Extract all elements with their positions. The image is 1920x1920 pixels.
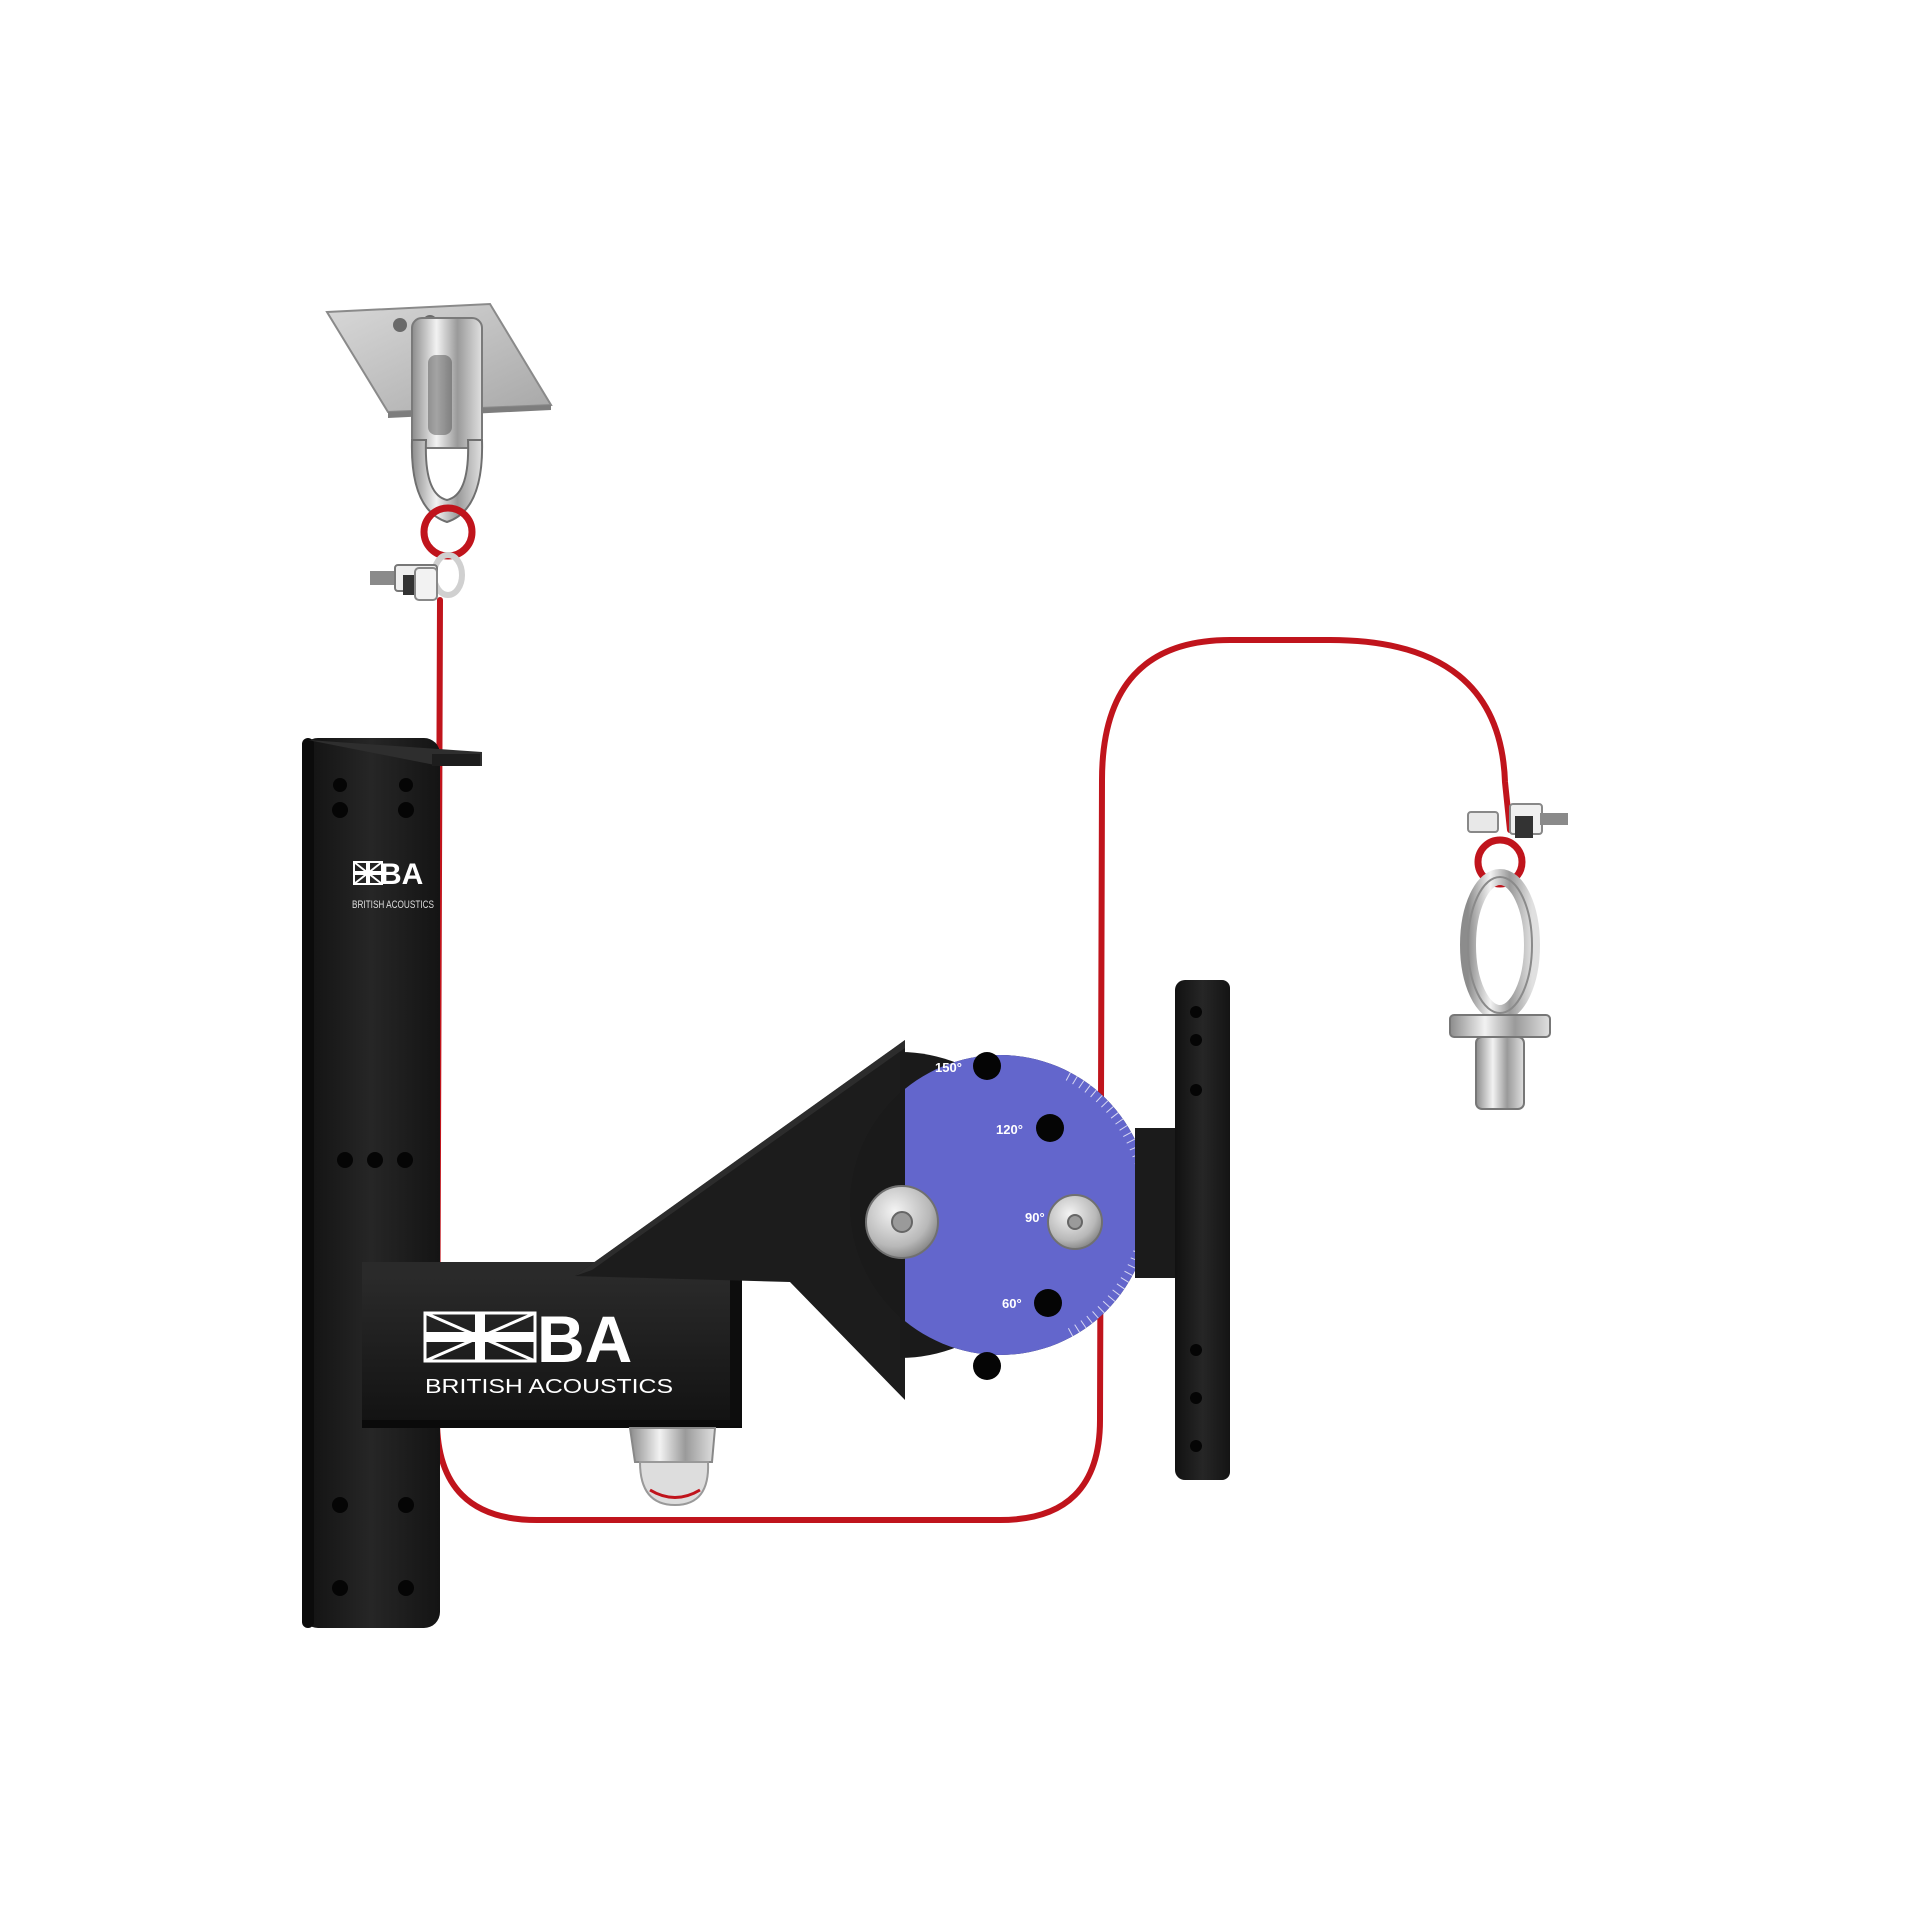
- ceiling-eyebolt-icon: [325, 302, 553, 524]
- union-jack-icon: [353, 861, 383, 885]
- protractor-tick: [1097, 1306, 1105, 1314]
- angle-label-150: 150°: [935, 1060, 962, 1075]
- protractor-tick: [1116, 1283, 1125, 1290]
- cable-clamp-top: [370, 504, 476, 601]
- arm-logo-name: BRITISH ACOUSTICS: [425, 1376, 673, 1398]
- pivot-bolt-lock: [1047, 1194, 1103, 1250]
- protractor-tick: [1101, 1100, 1109, 1108]
- angle-label-90: 90°: [1025, 1210, 1045, 1225]
- protractor-tick: [1065, 1072, 1071, 1081]
- protractor-tick: [1086, 1315, 1093, 1324]
- protractor-tick: [1119, 1125, 1128, 1131]
- protractor-disc: 150° 120° 90° 60° 30°: [850, 1052, 1151, 1380]
- protractor-tick: [1110, 1112, 1119, 1119]
- protractor-tick: [1124, 1270, 1133, 1276]
- angle-label-120: 120°: [996, 1122, 1023, 1137]
- arm-logo-mark: BA: [537, 1302, 632, 1376]
- eyebolt-icon: [1449, 803, 1568, 1110]
- protractor-tick: [1092, 1311, 1099, 1319]
- protractor-tick: [1090, 1089, 1097, 1098]
- protractor-tick: [1115, 1118, 1124, 1125]
- protractor-tick: [1095, 1094, 1103, 1103]
- safety-cable: [433, 597, 1513, 1523]
- protractor-tick: [1127, 1264, 1137, 1269]
- swivel-plate: [575, 1040, 905, 1400]
- protractor-tick: [1126, 1138, 1136, 1144]
- protractor-tick: [1072, 1076, 1078, 1085]
- protractor-tick: [1107, 1295, 1116, 1302]
- angle-label-60: 60°: [1002, 1296, 1022, 1311]
- protractor-tick: [1102, 1300, 1111, 1308]
- protractor-tick: [1080, 1320, 1087, 1329]
- protractor-tick: [1078, 1080, 1085, 1089]
- arm-brand-logo: BA BRITISH ACOUSTICS: [423, 1302, 673, 1398]
- speaker-mount-plate: [1135, 980, 1230, 1480]
- union-jack-icon: [423, 1311, 537, 1363]
- protractor-tick: [1074, 1324, 1080, 1333]
- protractor-tick: [1106, 1106, 1114, 1113]
- angle-label-30: 30°: [938, 1360, 958, 1375]
- protractor-tick: [1120, 1277, 1129, 1283]
- arm-locking-nut: [628, 1427, 717, 1463]
- pivot-bolt-main: [865, 1185, 939, 1259]
- plate-logo-name: BRITISH ACOUSTICS: [352, 899, 434, 911]
- protractor-tick: [1112, 1289, 1121, 1296]
- protractor-tick: [1123, 1131, 1132, 1138]
- protractor-tick: [1084, 1084, 1091, 1093]
- protractor-tick: [1067, 1328, 1074, 1337]
- wall-plate: BA BRITISH ACOUSTICS: [302, 738, 482, 1628]
- plate-logo-mark: BA: [380, 858, 423, 891]
